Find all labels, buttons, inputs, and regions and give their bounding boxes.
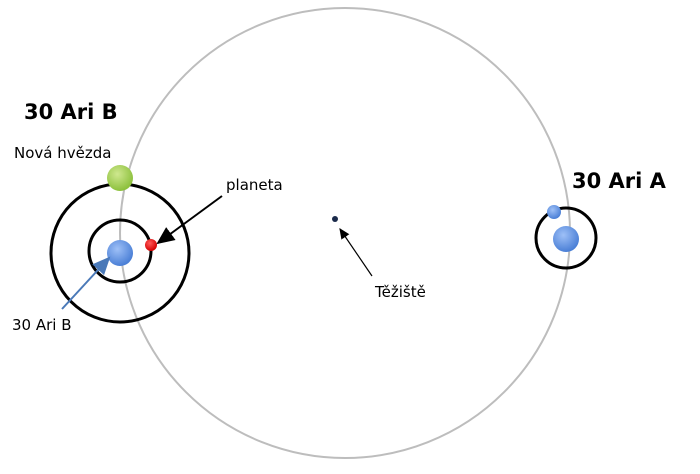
new-star	[107, 165, 133, 191]
star-a-companion	[547, 205, 561, 219]
new-star-label: Nová hvězda	[14, 144, 112, 162]
system-a-title: 30 Ari A	[572, 169, 666, 193]
barycenter-label: Těžiště	[375, 283, 426, 301]
star-b-label: 30 Ari B	[12, 316, 72, 334]
barycenter-dot	[332, 216, 338, 222]
star-b-pointer-arrow	[61, 256, 111, 310]
planet-pointer-arrow	[156, 195, 223, 245]
barycenter-pointer-arrow	[339, 228, 373, 277]
planet-label: planeta	[226, 176, 283, 194]
star-b	[107, 240, 133, 266]
system-b-title: 30 Ari B	[24, 100, 118, 124]
star-a-primary	[553, 226, 579, 252]
planet	[145, 239, 157, 251]
orbit-a	[534, 206, 598, 270]
